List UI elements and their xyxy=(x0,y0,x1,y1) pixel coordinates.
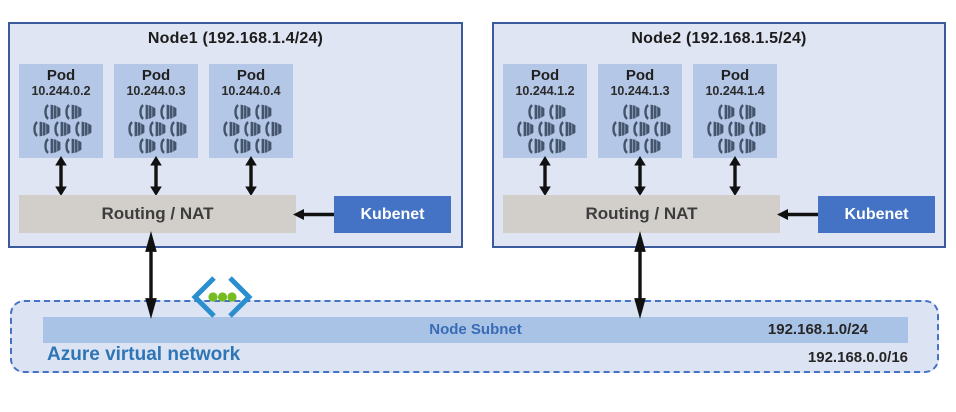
pod-routing-arrow-icon xyxy=(149,156,163,196)
pod-label: Pod xyxy=(530,67,560,84)
virtual-network-icon xyxy=(191,276,253,318)
pod-containers-icon xyxy=(704,104,767,154)
container-icon xyxy=(253,104,273,120)
container-icon xyxy=(610,121,630,137)
pod-routing-arrow-icon xyxy=(728,156,742,196)
pod-card: Pod 10.244.1.2 xyxy=(503,64,587,158)
container-icon xyxy=(242,121,262,137)
container-icon xyxy=(515,121,535,137)
pod-card: Pod 10.244.0.2 xyxy=(19,64,103,158)
pod-containers-icon xyxy=(30,104,93,154)
pod-label: Pod xyxy=(46,67,76,84)
pod-card: Pod 10.244.0.3 xyxy=(114,64,198,158)
pod-card: Pod 10.244.0.4 xyxy=(209,64,293,158)
container-icon xyxy=(526,104,546,120)
pod-ip: 10.244.1.4 xyxy=(705,84,765,98)
pod-label: Pod xyxy=(625,67,655,84)
pod-containers-icon xyxy=(609,104,672,154)
pod-ip: 10.244.0.4 xyxy=(221,84,281,98)
pod-ip: 10.244.1.3 xyxy=(610,84,670,98)
pod-routing-arrow-icon xyxy=(54,156,68,196)
vnet-cidr: 192.168.0.0/16 xyxy=(807,349,908,366)
pod-card: Pod 10.244.1.3 xyxy=(598,64,682,158)
kubenet-label: Kubenet xyxy=(844,205,909,223)
container-icon xyxy=(642,138,662,154)
pod-card: Pod 10.244.1.4 xyxy=(693,64,777,158)
vnet-label: Azure virtual network xyxy=(47,344,241,365)
kubenet-routing-arrow-icon xyxy=(777,209,818,220)
node1-title: Node1 (192.168.1.4/24) xyxy=(147,30,324,47)
container-icon xyxy=(137,138,157,154)
node2-box: Node2 (192.168.1.5/24) Pod 10.244.1.2 Po… xyxy=(492,22,946,248)
pod-ip: 10.244.1.2 xyxy=(515,84,575,98)
pod-routing-arrow-icon xyxy=(633,156,647,196)
container-icon xyxy=(31,121,51,137)
container-icon xyxy=(642,104,662,120)
routing-nat-label: Routing / NAT xyxy=(101,204,214,223)
container-icon xyxy=(168,121,188,137)
container-icon xyxy=(536,121,556,137)
container-icon xyxy=(716,138,736,154)
container-icon xyxy=(726,121,746,137)
container-icon xyxy=(737,138,757,154)
container-icon xyxy=(52,121,72,137)
container-icon xyxy=(126,121,146,137)
pod-containers-icon xyxy=(125,104,188,154)
container-icon xyxy=(158,104,178,120)
chevron-right-icon xyxy=(228,276,253,318)
node-subnet-label: Node Subnet xyxy=(429,321,522,338)
container-icon xyxy=(547,104,567,120)
container-icon xyxy=(747,121,767,137)
container-icon xyxy=(547,138,567,154)
kubenet-box: Kubenet xyxy=(818,196,935,233)
pod-routing-arrow-icon xyxy=(538,156,552,196)
container-icon xyxy=(621,104,641,120)
container-icon xyxy=(557,121,577,137)
container-icon xyxy=(631,121,651,137)
container-icon xyxy=(221,121,241,137)
routing-nat-label: Routing / NAT xyxy=(585,204,698,223)
kubenet-label: Kubenet xyxy=(360,205,425,223)
container-icon xyxy=(137,104,157,120)
container-icon xyxy=(42,104,62,120)
node-subnet-cidr: 192.168.1.0/24 xyxy=(767,321,868,338)
chevron-left-icon xyxy=(191,276,216,318)
container-icon xyxy=(73,121,93,137)
container-icon xyxy=(42,138,62,154)
container-icon xyxy=(526,138,546,154)
container-icon xyxy=(263,121,283,137)
container-icon xyxy=(705,121,725,137)
container-icon xyxy=(652,121,672,137)
container-icon xyxy=(63,104,83,120)
node1-subnet-arrow-icon xyxy=(144,231,158,319)
container-icon xyxy=(232,104,252,120)
pod-label: Pod xyxy=(141,67,171,84)
vnet-dots-icon xyxy=(208,292,237,302)
container-icon xyxy=(253,138,273,154)
container-icon xyxy=(737,104,757,120)
container-icon xyxy=(621,138,641,154)
pod-ip: 10.244.0.3 xyxy=(126,84,186,98)
routing-nat-bar: Routing / NAT xyxy=(19,195,296,233)
container-icon xyxy=(147,121,167,137)
node2-subnet-arrow-icon xyxy=(633,231,647,319)
pod-containers-icon xyxy=(220,104,283,154)
pod-ip: 10.244.0.2 xyxy=(31,84,91,98)
node1-box: Node1 (192.168.1.4/24) Pod 10.244.0.2 Po… xyxy=(8,22,463,248)
container-icon xyxy=(232,138,252,154)
node-subnet-bar: Node Subnet 192.168.1.0/24 xyxy=(43,317,908,343)
container-icon xyxy=(63,138,83,154)
kubenet-box: Kubenet xyxy=(334,196,451,233)
pod-containers-icon xyxy=(514,104,577,154)
node2-title: Node2 (192.168.1.5/24) xyxy=(631,30,807,47)
pod-label: Pod xyxy=(236,67,266,84)
routing-nat-bar: Routing / NAT xyxy=(503,195,780,233)
container-icon xyxy=(716,104,736,120)
pod-routing-arrow-icon xyxy=(244,156,258,196)
pod-label: Pod xyxy=(720,67,750,84)
container-icon xyxy=(158,138,178,154)
kubenet-routing-arrow-icon xyxy=(293,209,334,220)
